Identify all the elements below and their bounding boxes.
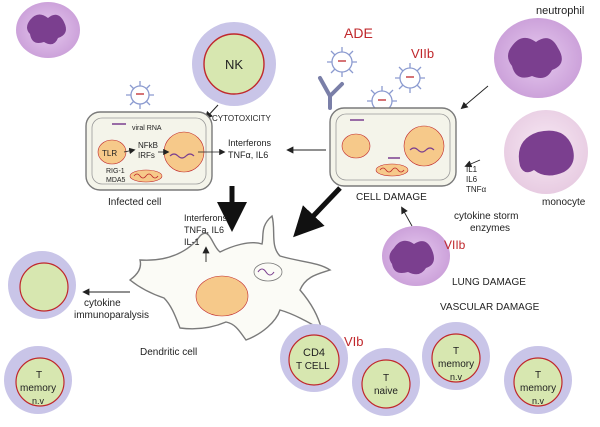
cd4-t-cell	[280, 324, 348, 392]
cd4-label: CD4	[303, 347, 325, 359]
lung-damage-label: LUNG DAMAGE	[452, 277, 526, 288]
immunoparalysis-label: immunoparalysis	[74, 310, 149, 321]
t-memory-cell-right	[504, 346, 572, 414]
mda5-label: MDA5	[106, 177, 126, 184]
neutrophil-cell-topleft	[16, 2, 80, 58]
nfkb-label: NFkB	[138, 141, 158, 150]
il1-label-dc: IL-1	[184, 237, 200, 247]
t-memory-middle-label: memory	[438, 359, 474, 370]
t-memory-cell-left	[4, 346, 72, 414]
t-naive-t: T	[383, 373, 389, 384]
t-memory-right-t: T	[535, 370, 541, 381]
vib-label: VIb	[344, 334, 364, 349]
t-memory-left-t: T	[36, 370, 42, 381]
il6-label: IL6	[466, 175, 478, 184]
viib-label-top: VIIb	[411, 46, 434, 61]
t-memory-middle-nv: n.v	[450, 372, 463, 382]
rig1-label: RIG-1	[106, 168, 125, 175]
vascular-damage-label: VASCULAR DAMAGE	[440, 302, 540, 313]
t-naive-label: naive	[374, 386, 398, 397]
dendritic-cell-label: Dendritic cell	[140, 347, 197, 358]
tnfa-label: TNFα	[466, 185, 487, 194]
neutrophil-cell	[494, 18, 582, 98]
t-memory-left-nv: n.v	[32, 396, 45, 406]
cytotoxicity-label: CYTOTOXICITY	[212, 114, 271, 123]
t-memory-right-label: memory	[520, 383, 556, 394]
cell-damage-label: CELL DAMAGE	[356, 192, 427, 203]
neutrophil-label: neutrophil	[536, 5, 584, 17]
nk-cell	[192, 22, 276, 106]
tlr-label: TLR	[102, 149, 117, 158]
il1-label: IL1	[466, 165, 478, 174]
monocyte-label: monocyte	[542, 197, 586, 208]
ade-label: ADE	[344, 25, 373, 41]
viral-rna-label: viral RNA	[132, 125, 162, 132]
t-memory-left-label: memory	[20, 383, 56, 394]
infected-cell-label: Infected cell	[108, 197, 161, 208]
damaged-cell	[329, 107, 457, 187]
neutrophil-cell-middle	[382, 226, 450, 286]
dendritic-cell	[128, 214, 332, 341]
nk-label: NK	[225, 57, 243, 72]
enzymes-label: enzymes	[470, 223, 510, 234]
lymphocyte-left	[8, 251, 76, 319]
infected-cell	[85, 111, 213, 191]
interferons-label-top: Interferons	[228, 138, 272, 148]
cytokine-label: cytokine	[84, 298, 121, 309]
t-memory-middle-t: T	[453, 346, 459, 357]
tnf-il6-label-top: TNFα, IL6	[228, 150, 268, 160]
cytokine-storm-label: cytokine storm	[454, 211, 518, 222]
irfs-label: IRFs	[138, 151, 155, 160]
viib-label-mid: VIIb	[444, 238, 466, 252]
t-memory-right-nv: n.v	[532, 396, 545, 406]
monocyte-cell	[504, 110, 588, 194]
antibody-icon	[318, 76, 344, 110]
interferons-label-dc: Interferons	[184, 213, 228, 223]
tnfa-il6-label-dc: TNFa, IL6	[184, 225, 224, 235]
t-memory-cell-middle	[422, 322, 490, 390]
t-naive-cell	[352, 348, 420, 416]
t-cell-label: T CELL	[296, 361, 330, 372]
